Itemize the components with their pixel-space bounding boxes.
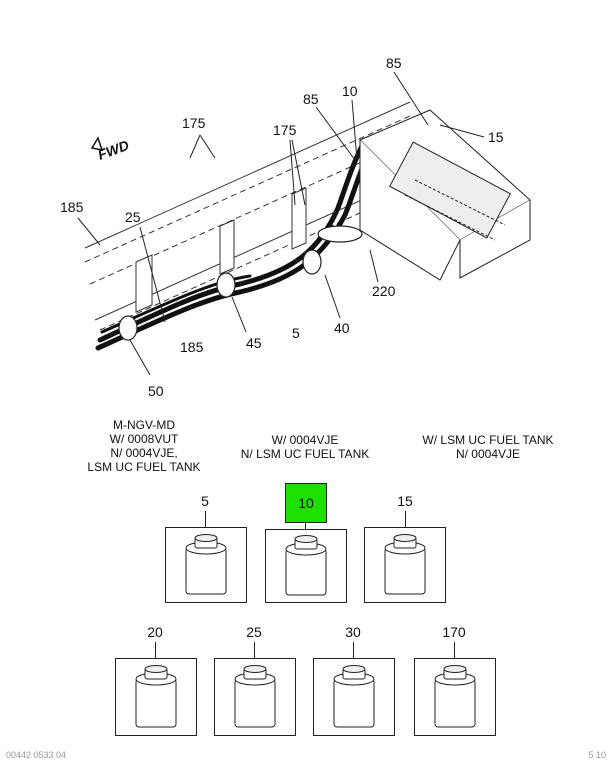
callout-185-b: 185 [180,339,204,355]
footer-right-code: 5 10 [588,750,606,760]
part-callout-30[interactable]: 30 [345,624,361,640]
callout-175-b: 175 [273,122,297,138]
adhesive-can-icon [185,534,227,595]
callout-leaders [77,71,485,376]
callout-50: 50 [148,383,164,399]
part-callout-20[interactable]: 20 [147,624,163,640]
adhesive-can-icon [434,665,476,728]
callout-85-a: 85 [303,91,319,107]
condition-note-2: W/ 0004VJE N/ LSM UC FUEL TANK [240,433,370,461]
part-callout-5[interactable]: 5 [201,493,209,509]
fwd-label: FWD [96,137,131,163]
part-callout-10[interactable]: 10 [285,483,327,523]
callout-185-a: 185 [60,199,84,215]
callout-45: 45 [246,335,262,351]
adhesive-can-icon [285,535,327,596]
condition-note-1: M-NGV-MD W/ 0008VUT N/ 0004VJE, LSM UC F… [87,418,201,474]
callout-175-a: 175 [182,115,206,131]
callout-15: 15 [488,129,504,145]
part-box-10[interactable] [265,529,347,603]
callout-25: 25 [125,209,141,225]
part-box-170[interactable] [414,658,496,736]
part-box-25[interactable] [214,658,296,736]
callout-10: 10 [342,83,358,99]
part-callout-15[interactable]: 15 [397,493,413,509]
cable-clamp [118,225,363,341]
bracket [135,187,307,313]
adhesive-can-icon [234,665,276,728]
part-box-20[interactable] [115,658,197,736]
callout-40: 40 [334,320,350,336]
footer-left-code: 00442 0533 04 [6,750,67,760]
battery-box [359,109,531,281]
exploded-diagram: FWD 185 25 175 175 85 10 85 15 220 40 5 … [60,55,531,399]
condition-note-3: W/ LSM UC FUEL TANK N/ 0004VJE [422,433,554,461]
part-callout-25[interactable]: 25 [246,624,262,640]
adhesive-can-icon [333,665,375,728]
part-box-30[interactable] [313,658,395,736]
callout-5: 5 [292,325,300,341]
part-callout-170[interactable]: 170 [442,624,466,640]
callout-220: 220 [372,283,396,299]
part-box-15[interactable] [364,527,446,603]
adhesive-can-icon [135,665,177,728]
adhesive-can-icon [384,534,426,595]
forward-arrow: FWD [90,136,131,163]
callout-85-b: 85 [386,55,402,71]
part-box-5[interactable] [165,527,247,603]
